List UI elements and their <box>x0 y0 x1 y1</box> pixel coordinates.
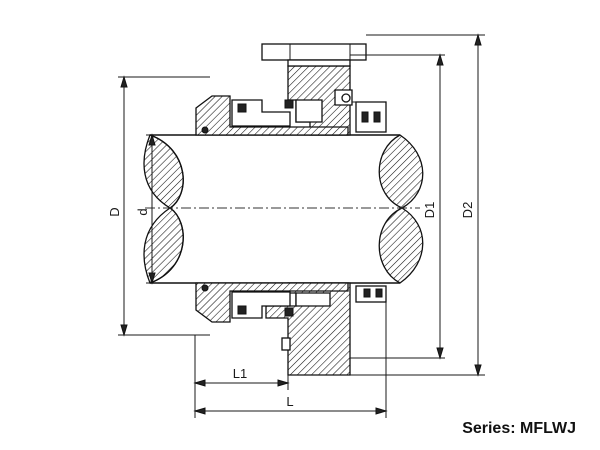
shaft <box>143 134 424 284</box>
o-ring-lower-3 <box>201 284 209 292</box>
series-caption: Series: MFLWJ <box>462 420 576 437</box>
sleeve-lower <box>195 282 349 323</box>
shaft-break-right <box>378 134 424 284</box>
lower-seal-assembly <box>195 282 387 376</box>
sleeve-upper <box>195 95 349 136</box>
o-ring-upper-2 <box>284 99 294 109</box>
dim-label-L1: L1 <box>233 366 247 381</box>
dim-label-D1: D1 <box>422 202 437 219</box>
dim-label-L: L <box>286 394 293 409</box>
o-ring-lower-2 <box>284 307 294 317</box>
upper-seal-assembly <box>195 43 387 136</box>
o-ring-upper-3 <box>201 126 209 134</box>
dimension-lines <box>118 33 485 418</box>
dim-label-D: D <box>107 207 122 216</box>
pin-lower <box>281 337 291 351</box>
dim-label-d: d <box>135 208 150 215</box>
collar-upper <box>355 101 387 133</box>
stationary-seat-lower <box>295 292 331 307</box>
o-ring-upper-1 <box>237 103 247 113</box>
o-ring-lower-1 <box>237 305 247 315</box>
stationary-seat-upper <box>295 99 323 123</box>
dim-label-D2: D2 <box>460 202 475 219</box>
